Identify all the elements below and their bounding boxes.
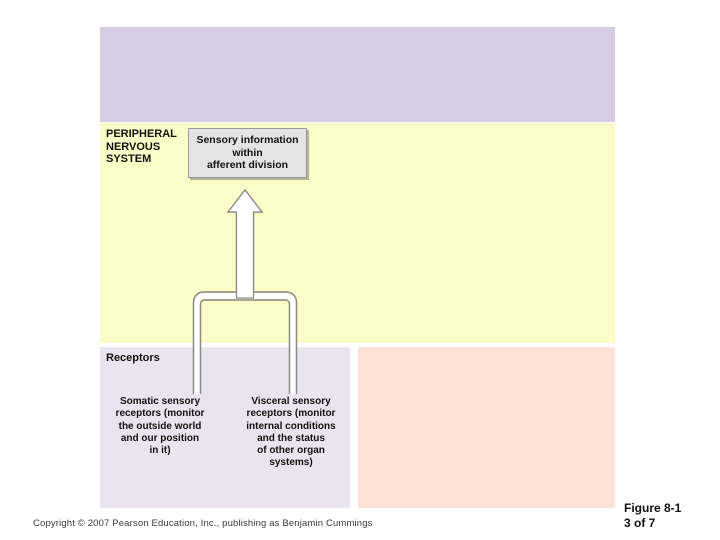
figure-caption: Figure 8-1 3 of 7 [624,501,708,531]
effectors-panel [358,347,615,508]
peripheral-nervous-system-panel [100,123,615,343]
visceral-receptors-description: Visceral sensory receptors (monitor inte… [246,396,336,469]
receptors-panel [100,347,350,508]
figure-number: Figure 8-1 [624,501,682,515]
page-counter: 3 of 7 [624,516,656,530]
peripheral-nervous-system-label: PERIPHERAL NERVOUS SYSTEM [106,128,177,165]
sensory-information-box: Sensory information within afferent divi… [188,128,307,178]
central-nervous-system-panel [100,27,615,122]
receptors-label: Receptors [106,352,160,364]
somatic-receptors-description: Somatic sensory receptors (monitor the o… [115,396,205,457]
sensory-information-box-text: Sensory information within afferent divi… [196,134,299,172]
afferent-flow-arrow-icon [192,188,298,394]
copyright-notice: Copyright © 2007 Pearson Education, Inc.… [33,518,373,529]
